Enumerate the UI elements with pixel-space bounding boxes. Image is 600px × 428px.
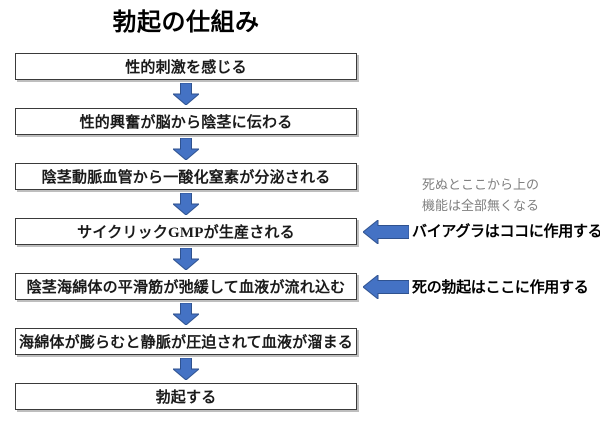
left-arrow-icon [363,220,409,244]
death-erection-annotation: 死の勃起はここに作用する [412,280,589,296]
death-note: 死ぬとここから上の 機能は全部無くなる [422,174,539,216]
flow-step-4: サイクリックGMPが生産される [15,218,357,245]
flow-step-1: 性的刺激を感じる [15,53,357,80]
viagra-annotation: バイアグラはココに作用する [412,224,600,240]
down-arrow-icon [173,358,199,380]
flow-step-3: 陰茎動脈血管から一酸化窒素が分泌される [15,163,357,190]
down-arrow-icon [173,83,199,105]
down-arrow-icon [173,248,199,270]
flow-step-6: 海綿体が膨らむと静脈が圧迫されて血液が溜まる [15,328,357,355]
down-arrow-icon [173,138,199,160]
death-note-line1: 死ぬとここから上の [422,177,540,192]
down-arrow-icon [173,303,199,325]
death-note-line2: 機能は全部無くなる [422,198,540,213]
flow-step-7: 勃起する [15,383,357,410]
page-title: 勃起の仕組み [112,10,260,36]
flow-step-2: 性的興奮が脳から陰茎に伝わる [15,108,357,135]
flow-step-5: 陰茎海綿体の平滑筋が弛緩して血液が流れ込む [15,273,357,300]
left-arrow-icon [363,275,409,299]
down-arrow-icon [173,193,199,215]
